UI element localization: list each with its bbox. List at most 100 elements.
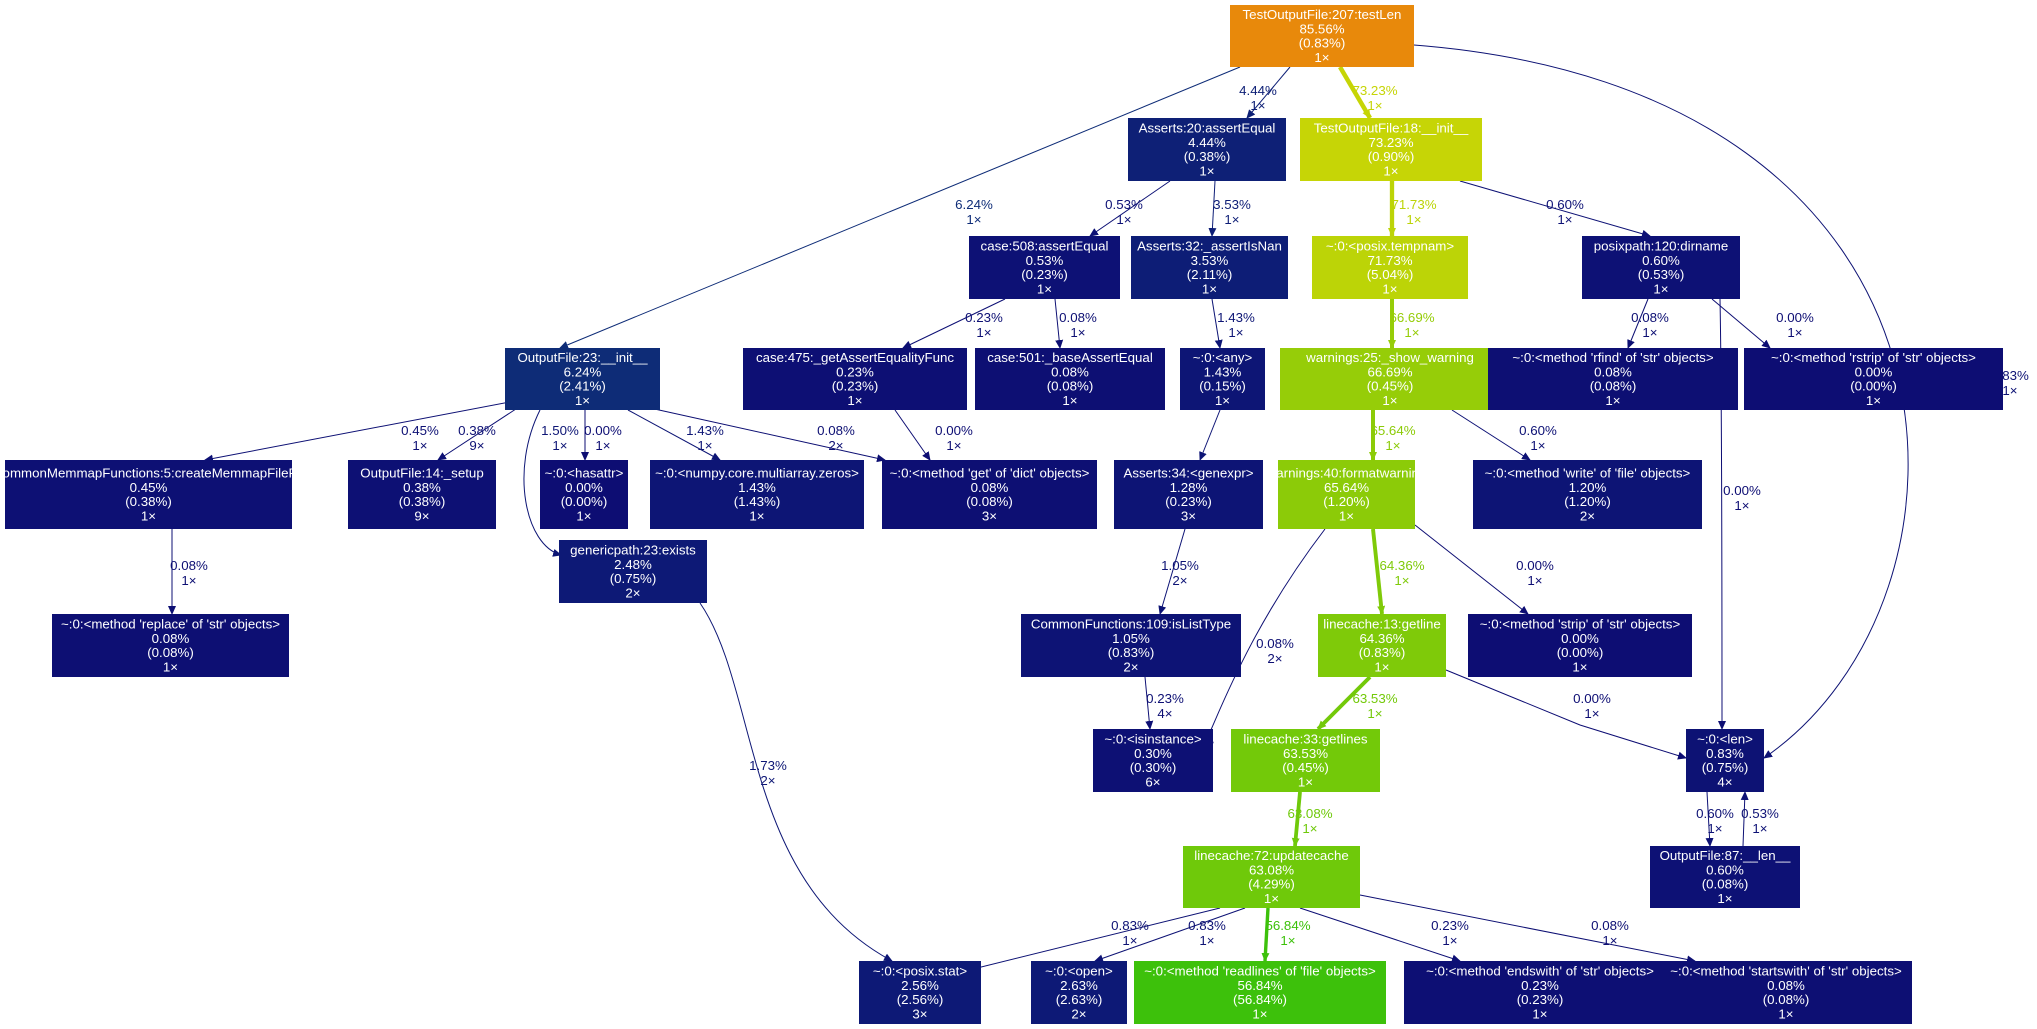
node-label: ~:0:<method 'get' of 'dict' objects>0.08… [890,466,1090,524]
edge-n_tof_init-to-n_tempnam: 71.73%1× [1388,181,1437,237]
node-isinstance[interactable]: ~:0:<isinstance>0.30%(0.30%)6× [1093,729,1213,792]
node-total-percent: 63.53% [1283,746,1328,761]
edge-label: 0.45%1× [401,423,439,453]
node-label: ~:0:<posix.tempnam>71.73%(5.04%)1× [1326,239,1454,297]
node-readlines[interactable]: ~:0:<method 'readlines' of 'file' object… [1134,961,1386,1024]
edge-calls: 1× [1116,212,1131,227]
edge-percent: 0.23% [1431,918,1469,933]
edge-n_of_init-to-n_exists: 1.50%1× [523,409,579,557]
node-len[interactable]: ~:0:<len>0.83%(0.75%)4× [1686,729,1764,792]
edge-n_getline-to-n_len: 0.00%1× [1445,669,1687,760]
node-dictget[interactable]: ~:0:<method 'get' of 'dict' objects>0.08… [882,460,1097,529]
node-call-count: 1× [1252,1006,1267,1021]
node-total-percent: 0.23% [1521,978,1559,993]
node-box [1744,348,2003,410]
node-label: OutputFile:23:__init__6.24%(2.41%)1× [517,350,648,408]
edge-n_formatwarning-to-n_getline: 64.36%1× [1371,528,1425,615]
node-self-percent: (0.38%) [399,494,446,509]
edge-line [1144,676,1154,730]
node-total-percent: 64.36% [1359,631,1404,646]
node-tempnam[interactable]: ~:0:<posix.tempnam>71.73%(5.04%)1× [1312,236,1468,299]
node-label: CommonMemmapFunctions:5:createMemmapFile… [0,466,304,524]
edge-line [1291,791,1302,847]
node-call-count: 1× [1298,774,1313,789]
edge-label: 1.50%1× [541,423,579,453]
edge-line [1199,409,1221,461]
node-call-count: 1× [1866,393,1881,408]
node-total-percent: 63.08% [1249,862,1294,877]
node-startswith[interactable]: ~:0:<method 'startswith' of 'str' object… [1660,961,1912,1024]
node-genexpr[interactable]: Asserts:34:<genexpr>1.28%(0.23%)3× [1114,460,1263,529]
edge-percent: 0.00% [935,423,973,438]
edge-line [1414,524,1529,615]
edge-percent: 0.00% [1516,558,1554,573]
node-self-percent: (0.15%) [1199,379,1246,394]
node-function-name: ~:0:<method 'write' of 'file' objects> [1485,466,1691,481]
node-total-percent: 2.56% [901,978,939,993]
node-call-count: 1× [1717,891,1732,906]
edge-percent: 1.43% [1217,310,1255,325]
node-label: Asserts:34:<genexpr>1.28%(0.23%)3× [1123,466,1253,524]
node-rstrip[interactable]: ~:0:<method 'rstrip' of 'str' objects>0.… [1744,348,2003,410]
node-open[interactable]: ~:0:<open>2.63%(2.63%)2× [1031,961,1127,1024]
node-function-name: warnings:40:formatwarning [1266,466,1427,481]
node-cmf[interactable]: CommonMemmapFunctions:5:createMemmapFile… [0,460,304,529]
edge-calls: 1× [946,438,961,453]
node-endswith[interactable]: ~:0:<method 'endswith' of 'str' objects>… [1404,961,1676,1024]
node-replace[interactable]: ~:0:<method 'replace' of 'str' objects>0… [52,614,289,677]
node-write[interactable]: ~:0:<method 'write' of 'file' objects>1.… [1473,460,1702,529]
edge-n_len-to-n_oflen: 0.60%1× [1696,791,1734,847]
edge-label: 0.60%1× [1696,806,1734,836]
edge-percent: 6.24% [955,197,993,212]
node-box [1300,118,1482,181]
node-function-name: ~:0:<method 'startswith' of 'str' object… [1670,964,1902,979]
node-label: ~:0:<method 'rfind' of 'str' objects>0.0… [1512,350,1713,408]
node-stat[interactable]: ~:0:<posix.stat>2.56%(2.56%)3× [859,961,981,1024]
node-oflen[interactable]: OutputFile:87:__len__0.60%(0.08%)1× [1650,846,1800,908]
node-zeros[interactable]: ~:0:<numpy.core.multiarray.zeros>1.43%(1… [650,460,864,529]
edge-label: 0.08%1× [1059,310,1097,340]
node-box [348,460,496,529]
node-any[interactable]: ~:0:<any>1.43%(0.15%)1× [1180,348,1265,410]
node-tof-init[interactable]: TestOutputFile:18:__init__73.23%(0.90%)1… [1300,118,1482,181]
edge-line [1089,180,1171,237]
edge-label: 56.84%1× [1265,918,1310,948]
node-strip[interactable]: ~:0:<method 'strip' of 'str' objects>0.0… [1468,614,1692,677]
node-total-percent: 0.08% [971,480,1009,495]
node-label: ~:0:<method 'rstrip' of 'str' objects>0.… [1771,350,1976,408]
edge-label: 63.08%1× [1287,806,1332,836]
node-function-name: case:508:assertEqual [981,239,1109,254]
node-self-percent: (0.38%) [125,494,172,509]
node-function-name: OutputFile:87:__len__ [1660,848,1791,863]
node-of-init[interactable]: OutputFile:23:__init__6.24%(2.41%)1× [505,348,660,410]
edge-label: 1.43%1× [1217,310,1255,340]
node-self-percent: (0.90%) [1368,149,1415,164]
node-rfind[interactable]: ~:0:<method 'rfind' of 'str' objects>0.0… [1488,348,1738,410]
node-function-name: ~:0:<method 'strip' of 'str' objects> [1480,617,1681,632]
node-call-count: 2× [1580,508,1595,523]
node-label: OutputFile:87:__len__0.60%(0.08%)1× [1660,848,1791,906]
node-self-percent: (0.08%) [966,494,1013,509]
edge-line [1094,907,1246,963]
node-hasattr[interactable]: ~:0:<hasattr>0.00%(0.00%)1× [540,460,628,529]
